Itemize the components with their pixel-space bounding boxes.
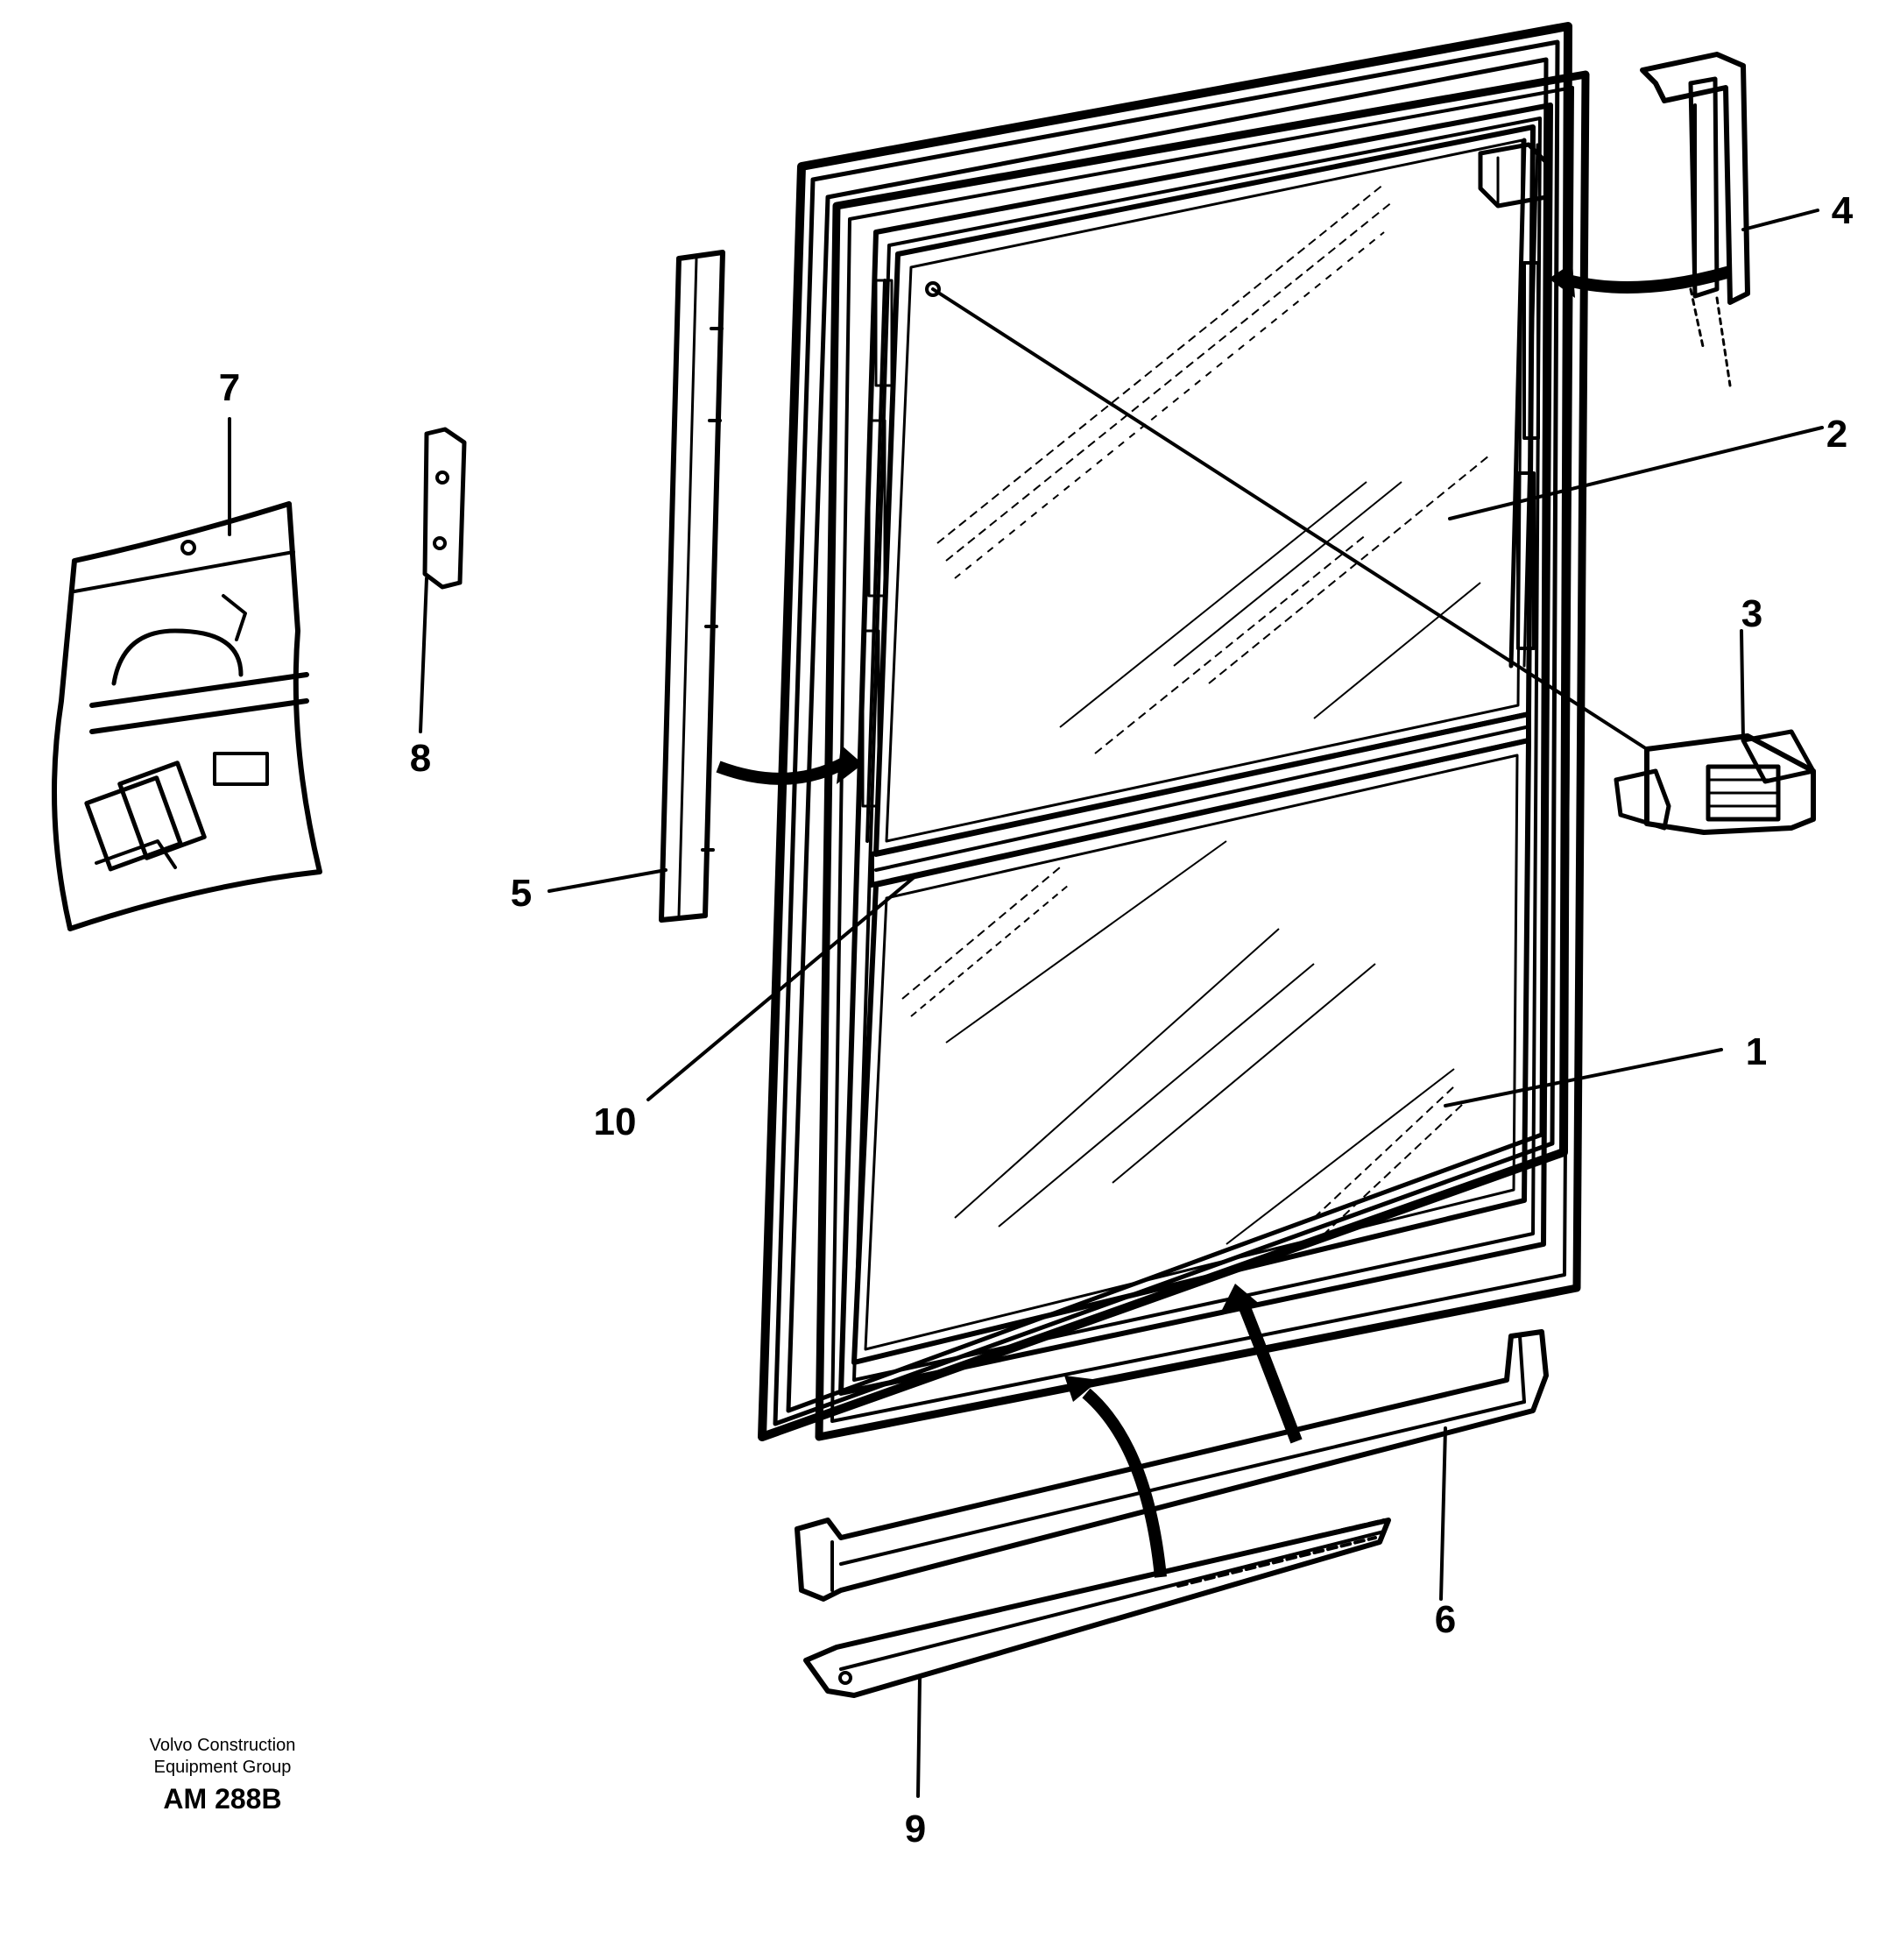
callout-4: 4 (1832, 189, 1854, 232)
installation-arrows (716, 263, 1732, 1578)
part-9-bottom-sill (803, 1518, 1391, 1698)
company-name-line-2: Equipment Group (154, 1758, 292, 1777)
arrow-part-5-head (837, 745, 863, 784)
callout-5: 5 (511, 872, 532, 915)
part-4-corner-bracket (1640, 52, 1750, 387)
arrow-part-9-head (1064, 1376, 1099, 1402)
arrow-part-4 (1566, 265, 1732, 294)
callout-7: 7 (219, 366, 240, 409)
part-8-small-plate (422, 427, 467, 590)
lower-glass-pane (851, 738, 1531, 1365)
callout-labels: 1 2 3 4 5 6 7 8 9 10 (219, 189, 1854, 1850)
drawing-footer: Volvo Construction Equipment Group AM 28… (150, 1736, 296, 1815)
upper-glass-pane (873, 124, 1536, 857)
callout-6: 6 (1435, 1598, 1456, 1641)
callout-10: 10 (594, 1100, 637, 1143)
company-name-line-1: Volvo Construction (150, 1736, 296, 1755)
part-5-vertical-strip (659, 250, 725, 923)
callout-1: 1 (1746, 1030, 1767, 1073)
arrow-part-9 (1082, 1388, 1167, 1578)
arrow-part-5 (716, 756, 849, 785)
arrow-part-6-head (1222, 1284, 1261, 1310)
frame-latch-block (1478, 142, 1549, 209)
arrow-part-4-head (1549, 263, 1575, 298)
callout-3: 3 (1741, 592, 1762, 635)
callout-2: 2 (1826, 413, 1847, 456)
callout-9: 9 (905, 1808, 926, 1850)
callout-8: 8 (410, 737, 431, 780)
left-guide-strip (861, 279, 894, 843)
part-7-fittings-bag (52, 501, 322, 931)
arrow-part-6 (1238, 1303, 1303, 1444)
right-guide-channel (1508, 138, 1540, 669)
window-frame (758, 22, 1590, 1441)
leader-lines (228, 209, 1824, 1798)
part-6-bottom-channel (795, 1329, 1549, 1602)
part-3-lock-handle (1614, 729, 1816, 835)
drawing-code: AM 288B (163, 1783, 281, 1815)
